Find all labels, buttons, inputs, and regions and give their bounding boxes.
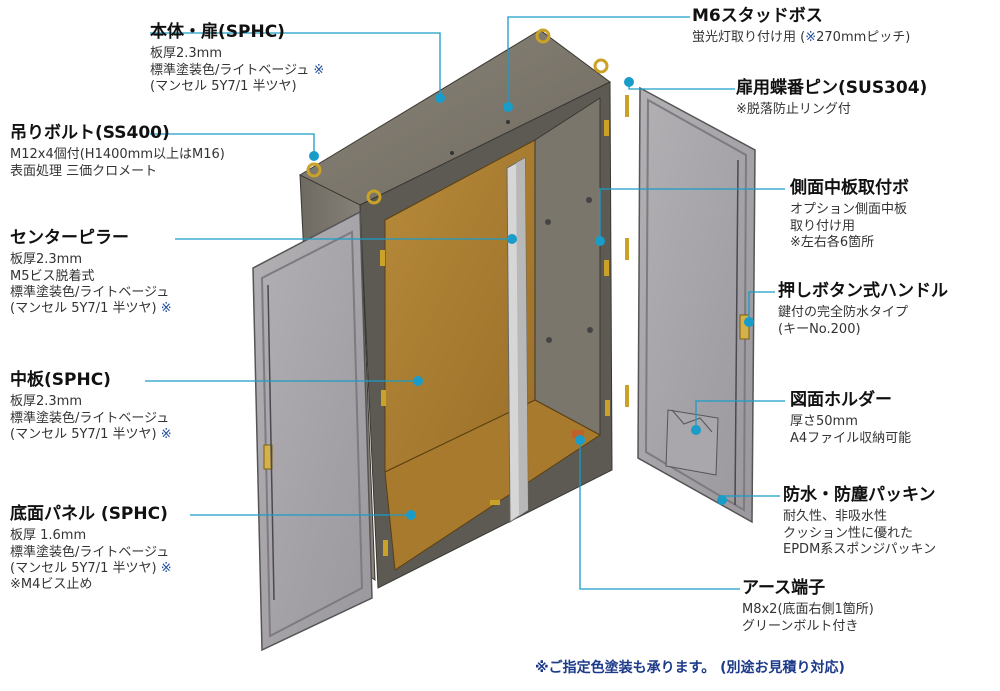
label-line: A4ファイル収納可能 (790, 430, 912, 446)
left-door (252, 210, 373, 652)
right-door (637, 86, 756, 524)
label-line: グリーンボルト付き (742, 618, 859, 634)
label-line: ※左右各6箇所 (790, 234, 875, 250)
label-holder: 図面ホルダー 厚さ50mm A4ファイル収納可能 (790, 390, 911, 447)
label-mid-plate: 中板(SPHC) 板厚2.3mm 標準塗装色/ライトベージュ (マンセル 5Y7… (10, 370, 172, 443)
label-title: 押しボタン式ハンドル (778, 281, 948, 301)
label-center-pillar: センターピラー 板厚2.3mm M5ビス脱着式 標準塗装色/ライトベージュ (マ… (10, 228, 172, 317)
label-line: ※M4ビス止め (10, 577, 93, 592)
label-line: オプション側面中板 (790, 202, 908, 218)
label-line: EPDM系スポンジパッキン (783, 541, 937, 557)
label-line: 標準塗装色/ライトベージュ (10, 410, 170, 426)
label-title: 底面パネル (SPHC) (10, 504, 168, 524)
label-title: 中板(SPHC) (10, 370, 111, 390)
label-handle: 押しボタン式ハンドル 鍵付の完全防水タイプ (キーNo.200) (778, 281, 948, 338)
side-boss-1 (545, 219, 551, 225)
label-line: (マンセル 5Y7/1 半ツヤ) (150, 78, 297, 94)
eye-bolt-icon (306, 28, 609, 205)
label-line: 標準塗装色/ライトベージュ (10, 544, 170, 560)
label-bottom-panel: 底面パネル (SPHC) 板厚 1.6mm 標準塗装色/ライトベージュ (マンセ… (10, 504, 172, 593)
label-line: 厚さ50mm (790, 414, 858, 430)
label-line: 鍵付の完全防水タイプ (778, 305, 909, 321)
label-earth: アース端子 M8x2(底面右側1箇所) グリーンボルト付き (742, 578, 874, 635)
cabinet-inner-right-wall (534, 97, 601, 436)
label-line: ※脱落防止リング付 (736, 102, 851, 118)
label-line: (マンセル 5Y7/1 半ツヤ) ※ (10, 301, 172, 316)
label-title: M6スタッドボス (692, 6, 823, 26)
earth-terminal (572, 430, 584, 438)
label-line: 板厚2.3mm (150, 46, 223, 62)
label-line: 標準塗装色/ライトベージュ ※ (150, 62, 325, 78)
label-line: 板厚2.3mm (10, 394, 83, 410)
label-line: 蛍光灯取り付け用 (※270mmピッチ) (692, 30, 911, 46)
center-pillar-shade (516, 158, 528, 516)
screw-icon (490, 500, 500, 505)
label-title: 本体・扉(SPHC) (150, 22, 285, 42)
label-eye-bolt: 吊りボルト(SS400) M12x4個付(H1400mm以上はM16) 表面処理… (10, 123, 225, 180)
label-line: (キーNo.200) (778, 321, 861, 337)
label-body-door: 本体・扉(SPHC) 板厚2.3mm 標準塗装色/ライトベージュ ※ (マンセル… (150, 22, 324, 95)
door-rod-right (734, 159, 739, 506)
label-title: 防水・防塵パッキン (783, 485, 936, 505)
label-line: 表面処理 三価クロメート (10, 163, 158, 179)
label-title: 図面ホルダー (790, 390, 892, 410)
label-line: 板厚 1.6mm (10, 528, 87, 544)
hinge-pin-icon (625, 95, 629, 407)
cabinet-body (298, 28, 613, 589)
label-title: 扉用蝶番ピン(SUS304) (736, 78, 928, 98)
side-boss-3 (586, 197, 592, 203)
footer-note: ※ご指定色塗装も承ります。 (別途お見積り対応) (535, 660, 845, 676)
side-boss-4 (587, 327, 593, 333)
label-line: (マンセル 5Y7/1 半ツヤ) ※ (10, 426, 172, 442)
label-line: クッション性に優れた (783, 525, 914, 541)
leader-dots (309, 77, 754, 520)
hinge-icon (380, 120, 610, 556)
label-title: 側面中板取付ボ (790, 178, 909, 198)
door-rod (267, 284, 275, 601)
label-title: アース端子 (742, 578, 826, 598)
side-boss-2 (546, 337, 552, 343)
label-line: M8x2(底面右側1箇所) (742, 602, 874, 618)
label-line: M5ビス脱着式 (10, 268, 95, 284)
stud-boss-left (450, 151, 454, 155)
label-stud-bolt: M6スタッドボス 蛍光灯取り付け用 (※270mmピッチ) (692, 6, 910, 47)
label-title: センターピラー (10, 228, 129, 248)
stud-boss-right (506, 120, 510, 124)
label-line: 標準塗装色/ライトベージュ (10, 284, 170, 300)
label-hinge-pin: 扉用蝶番ピン(SUS304) ※脱落防止リング付 (736, 78, 927, 119)
label-side-boss: 側面中板取付ボ オプション側面中板 取り付け用 ※左右各6箇所 (790, 178, 909, 251)
label-line: M12x4個付(H1400mm以上はM16) (10, 147, 225, 163)
label-line: (マンセル 5Y7/1 半ツヤ) ※ (10, 560, 172, 576)
bottom-panel (384, 399, 601, 571)
label-title: 吊りボルト(SS400) (10, 123, 170, 143)
leader-lines (145, 16, 785, 590)
label-line: 取り付け用 (790, 218, 856, 234)
label-gasket: 防水・防塵パッキン 耐久性、非吸水性 クッション性に優れた EPDM系スポンジパ… (783, 485, 936, 558)
label-line: 板厚2.3mm (10, 252, 83, 268)
drawing-holder (665, 409, 719, 476)
label-line: 耐久性、非吸水性 (783, 509, 888, 525)
